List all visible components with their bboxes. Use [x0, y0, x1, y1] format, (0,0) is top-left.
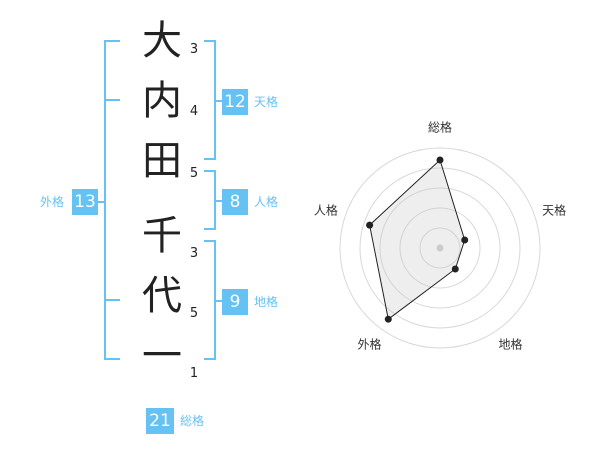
name-char-2: 内 [142, 78, 182, 124]
tenkaku-value: 12 [222, 89, 248, 115]
stroke-count-5: 5 [189, 306, 199, 321]
radar-point-2 [461, 236, 469, 244]
radar-axis-label-3: 地格 [499, 337, 523, 352]
radar-point-5 [366, 221, 374, 229]
radar-axis-label-1: 総格 [428, 120, 452, 135]
radar-ring-5 [339, 147, 541, 349]
soukaku-value: 21 [146, 408, 174, 434]
name-char-6: 一 [142, 333, 182, 379]
stroke-count-4: 3 [189, 246, 199, 261]
stroke-count-6: 1 [189, 366, 199, 381]
stroke-count-2: 4 [189, 104, 199, 119]
stroke-count-3: 5 [189, 166, 199, 181]
radar-axis-label-4: 外格 [357, 337, 381, 352]
soukaku-label: 総格 [180, 414, 205, 428]
radar-ring-1 [419, 227, 461, 269]
radar-point-3 [451, 265, 459, 273]
radar-ring-2 [399, 207, 481, 289]
radar-ring-3 [379, 187, 501, 309]
chikaku-label: 地格 [254, 295, 279, 309]
chikaku-value: 9 [222, 289, 248, 315]
name-char-1: 大 [142, 18, 182, 64]
radar-point-4 [384, 315, 392, 323]
jinkaku-label: 人格 [254, 195, 279, 209]
gaikaku-label: 外格 [40, 195, 65, 209]
name-char-3: 田 [142, 138, 182, 184]
radar-axis-label-2: 天格 [542, 202, 566, 217]
radar-center-dot [436, 244, 444, 252]
gaikaku-value: 13 [72, 189, 98, 215]
radar-point-1 [436, 156, 444, 164]
tenkaku-label: 天格 [254, 95, 279, 109]
name-char-5: 代 [142, 273, 182, 319]
name-char-4: 千 [142, 213, 182, 259]
jinkaku-value: 8 [222, 189, 248, 215]
stroke-count-1: 3 [189, 42, 199, 57]
radar-ring-4 [359, 167, 521, 329]
radar-polygon [369, 159, 466, 321]
radar-axis-label-5: 人格 [314, 202, 338, 217]
